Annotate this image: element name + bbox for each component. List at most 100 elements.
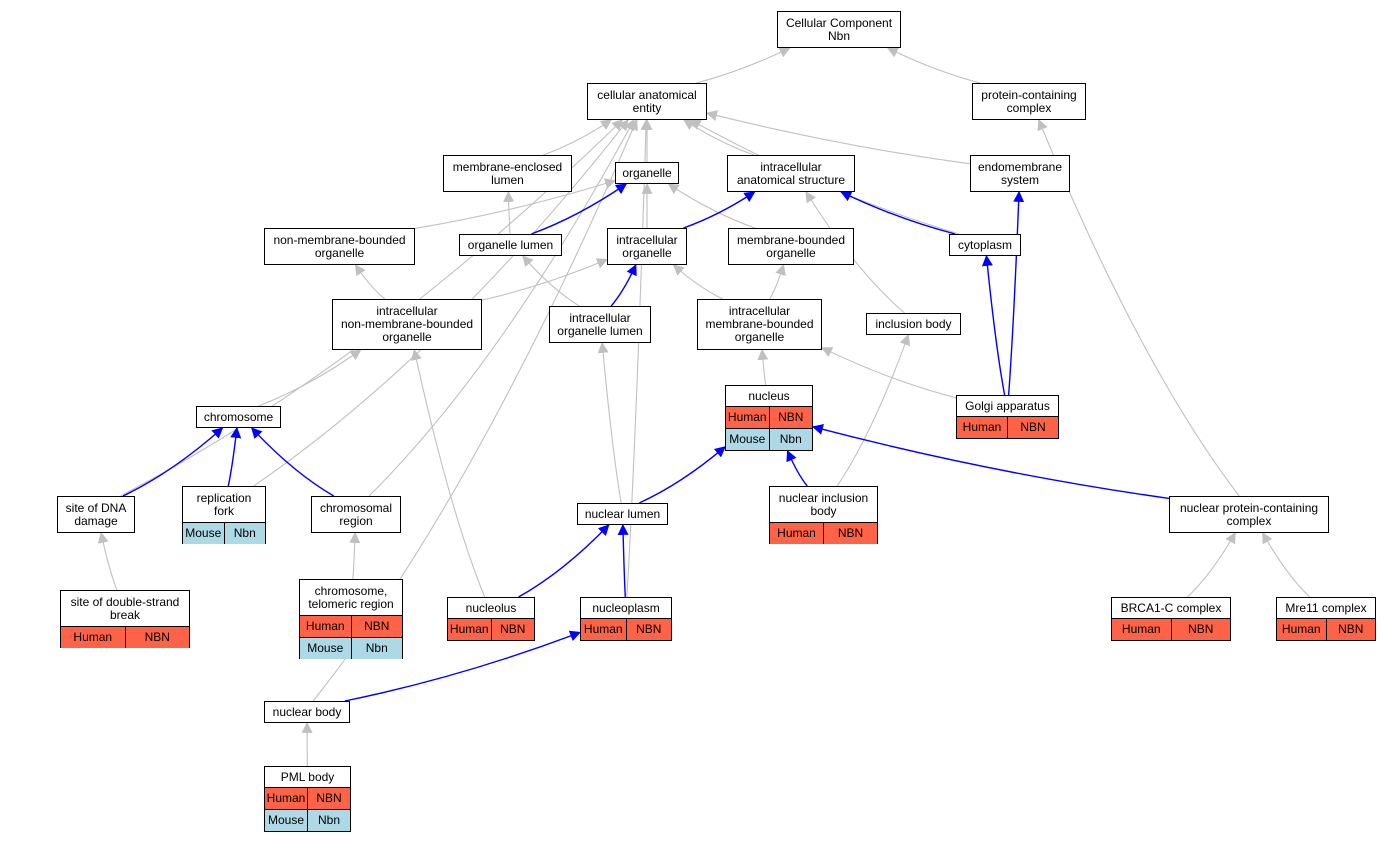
node-nucleus[interactable]: nucleus Human NBN Mouse Nbn xyxy=(725,385,813,451)
edge-organelle-lumen-to-organelle xyxy=(531,183,628,235)
node-label: replication fork xyxy=(196,490,252,518)
edge-protein-containing-complex-to-cellular-component xyxy=(886,47,981,84)
node-intracellular-organelle[interactable]: intracellular organelle xyxy=(607,228,687,265)
node-label: nucleus xyxy=(748,388,790,403)
gene-cell: NBN xyxy=(350,616,402,637)
node-label: organelle xyxy=(622,165,672,180)
edge-intracellular-nmb-organelle-to-non-membrane-bounded-organelle xyxy=(354,264,386,300)
node-mre11-complex[interactable]: Mre11 complex Human NBN xyxy=(1276,597,1376,641)
node-nucleoplasm[interactable]: nucleoplasm Human NBN xyxy=(580,597,672,641)
node-pml-body[interactable]: PML body Human NBN Mouse Nbn xyxy=(264,766,351,832)
node-label: nucleolus xyxy=(465,600,517,615)
node-nuclear-lumen[interactable]: nuclear lumen xyxy=(577,503,668,525)
node-organelle[interactable]: organelle xyxy=(615,162,679,184)
node-label: nucleoplasm xyxy=(592,600,660,615)
edge-golgi-apparatus-to-endomembrane-system xyxy=(1007,190,1025,396)
gene-row: Human NBN xyxy=(300,615,402,637)
edge-chromosomal-region-to-cellular-anatomical-entity xyxy=(368,119,635,497)
node-inclusion-body[interactable]: inclusion body xyxy=(866,313,961,335)
gene-cell: Nbn xyxy=(223,523,265,544)
gene-cell: NBN xyxy=(490,619,534,640)
gene-row: Mouse Nbn xyxy=(265,809,350,831)
node-site-of-double-strand-break[interactable]: site of double-strand break Human NBN xyxy=(60,590,190,648)
node-label: membrane-enclosed lumen xyxy=(452,159,563,187)
species-cell: Human xyxy=(770,523,823,544)
edge-golgi-apparatus-to-cytoplasm xyxy=(981,254,1006,396)
edge-group xyxy=(97,47,1311,767)
node-label: site of double-strand break xyxy=(70,594,180,622)
node-intracellular-mb-organelle[interactable]: intracellular membrane-bounded organelle xyxy=(697,299,822,350)
species-cell: Human xyxy=(61,627,125,648)
node-intracellular-anatomical-structure[interactable]: intracellular anatomical structure xyxy=(727,155,855,192)
node-label: intracellular organelle xyxy=(616,232,678,260)
node-cellular-component[interactable]: Cellular Component Nbn xyxy=(777,11,901,48)
node-label: cellular anatomical entity xyxy=(597,87,697,115)
edge-intracellular-nmb-organelle-to-intracellular-organelle xyxy=(481,258,609,301)
node-site-of-dna-damage[interactable]: site of DNA damage xyxy=(57,496,135,533)
species-cell: Human xyxy=(1112,619,1171,640)
edge-endomembrane-system-to-cellular-anatomical-entity xyxy=(705,110,971,165)
gene-cell: NBN xyxy=(1007,417,1058,438)
node-endomembrane-system[interactable]: endomembrane system xyxy=(970,155,1070,192)
node-cytoplasm[interactable]: cytoplasm xyxy=(949,234,1021,256)
node-chromosome[interactable]: chromosome xyxy=(196,406,281,428)
edge-site-of-double-strand-break-to-site-of-dna-damage xyxy=(97,531,118,591)
node-label: organelle lumen xyxy=(467,237,554,252)
edge-intracellular-mb-organelle-to-intracellular-organelle xyxy=(672,264,723,300)
edge-intracellular-organelle-lumen-to-intracellular-organelle xyxy=(610,264,637,307)
node-nucleolus[interactable]: nucleolus Human NBN xyxy=(447,597,535,641)
edge-nuclear-body-to-nucleoplasm xyxy=(344,630,582,702)
edge-membrane-enclosed-lumen-to-cellular-anatomical-entity xyxy=(543,119,613,156)
node-brca1-c-complex[interactable]: BRCA1-C complex Human NBN xyxy=(1111,597,1231,641)
gene-cell: NBN xyxy=(768,407,812,428)
gene-row: Mouse Nbn xyxy=(300,637,402,659)
gene-row: Human NBN xyxy=(265,787,350,809)
edge-nuclear-lumen-to-nucleus xyxy=(638,446,726,504)
edge-mre11-complex-to-nuclear-protein-containing-complex xyxy=(1262,532,1311,598)
node-replication-fork[interactable]: replication fork Mouse Nbn xyxy=(182,486,266,544)
gene-cell: NBN xyxy=(1325,619,1375,640)
node-label: endomembrane system xyxy=(977,159,1063,187)
node-label: Golgi apparatus xyxy=(965,398,1050,413)
node-golgi-apparatus[interactable]: Golgi apparatus Human NBN xyxy=(956,395,1059,439)
node-label: nuclear lumen xyxy=(584,506,661,521)
edge-nucleolus-to-intracellular-nmb-organelle xyxy=(411,348,486,598)
node-intracellular-organelle-lumen[interactable]: intracellular organelle lumen xyxy=(549,306,651,343)
node-intracellular-nmb-organelle[interactable]: intracellular non-membrane-bounded organ… xyxy=(332,299,482,350)
gene-row: Human NBN xyxy=(61,626,189,648)
gene-row: Human NBN xyxy=(726,406,812,428)
edge-replication-fork-to-chromosome xyxy=(227,426,242,487)
gene-row: Human NBN xyxy=(957,416,1058,438)
node-chromosomal-region[interactable]: chromosomal region xyxy=(311,496,401,533)
species-cell: Human xyxy=(581,619,626,640)
node-chromosome-telomeric-region[interactable]: chromosome, telomeric region Human NBN M… xyxy=(299,579,403,659)
node-label: intracellular organelle lumen xyxy=(557,310,643,338)
edge-chromosomal-region-to-chromosome xyxy=(251,427,335,497)
gene-cell: NBN xyxy=(1170,619,1230,640)
gene-cell: Nbn xyxy=(350,638,402,659)
species-cell: Mouse xyxy=(265,810,307,831)
gene-row: Human NBN xyxy=(581,618,671,640)
node-membrane-enclosed-lumen[interactable]: membrane-enclosed lumen xyxy=(443,155,572,192)
node-label: membrane-bounded organelle xyxy=(736,232,846,260)
node-organelle-lumen[interactable]: organelle lumen xyxy=(459,234,562,256)
edge-golgi-apparatus-to-intracellular-mb-organelle xyxy=(821,347,957,399)
species-cell: Human xyxy=(726,407,769,428)
edge-chromosome-telomeric-region-to-chromosomal-region xyxy=(349,531,361,580)
species-cell: Human xyxy=(957,417,1007,438)
node-nuclear-inclusion-body[interactable]: nuclear inclusion body Human NBN xyxy=(769,486,878,544)
gene-cell: NBN xyxy=(124,627,189,648)
node-nuclear-protein-containing-complex[interactable]: nuclear protein-containing complex xyxy=(1169,496,1329,533)
node-protein-containing-complex[interactable]: protein-containing complex xyxy=(972,83,1086,120)
edge-nuclear-protein-containing-complex-to-nucleus xyxy=(811,424,1170,500)
edge-nuclear-lumen-to-intracellular-organelle-lumen xyxy=(597,341,622,504)
node-label: nuclear protein-containing complex xyxy=(1179,500,1319,528)
node-non-membrane-bounded-organelle[interactable]: non-membrane-bounded organelle xyxy=(264,228,415,265)
gene-cell: NBN xyxy=(625,619,671,640)
node-membrane-bounded-organelle[interactable]: membrane-bounded organelle xyxy=(728,228,854,265)
node-nuclear-body[interactable]: nuclear body xyxy=(264,701,350,723)
gene-row: Mouse Nbn xyxy=(726,428,812,450)
node-label: BRCA1-C complex xyxy=(1120,600,1222,615)
node-cellular-anatomical-entity[interactable]: cellular anatomical entity xyxy=(587,83,707,120)
edge-intracellular-anatomical-structure-to-cellular-anatomical-entity xyxy=(683,119,755,156)
